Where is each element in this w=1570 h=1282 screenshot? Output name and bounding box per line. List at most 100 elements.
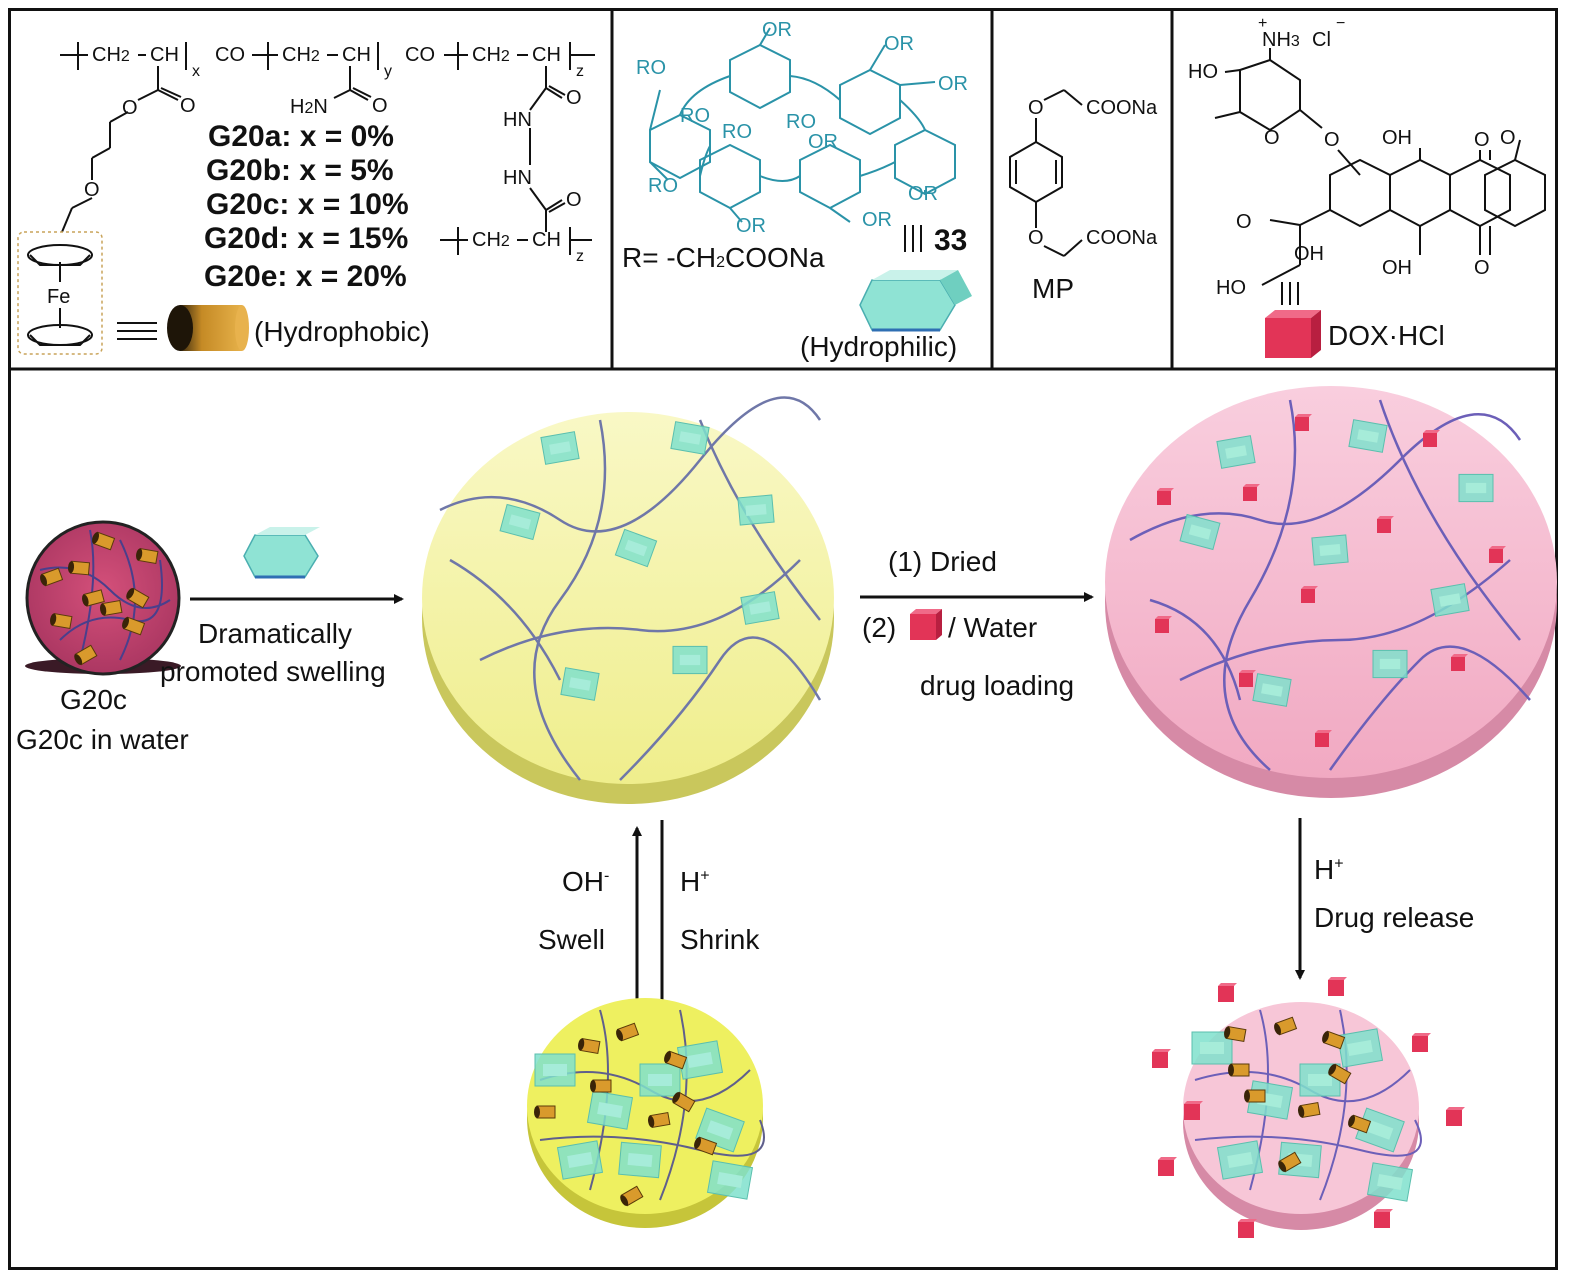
dox-link-o: O	[1324, 129, 1340, 151]
host-core	[1261, 683, 1283, 697]
dox-cube-icon	[1301, 586, 1318, 603]
ferrocene-cylinder-icon	[100, 599, 123, 617]
lower-ch2: CH2	[472, 229, 510, 251]
ferrocene-cylinder-icon	[578, 1037, 601, 1055]
ferrocene-cylinder-icon	[590, 1079, 612, 1093]
host-core	[1227, 1152, 1253, 1168]
cube-face	[1239, 673, 1253, 687]
crosslink-hn-1: HN	[503, 109, 532, 131]
step2-suffix: / Water	[948, 612, 1038, 643]
host-core	[1225, 445, 1247, 459]
variant-g20d: G20d: x = 15%	[204, 222, 409, 255]
ferrocene-cylinder-icon	[664, 1050, 688, 1070]
ferrocene-cylinder-icon	[50, 612, 73, 630]
panel-dividers	[8, 8, 1558, 371]
cylinder-end	[664, 1051, 672, 1063]
cylinder-end	[534, 1106, 540, 1118]
ferrocene-cylinder-icon	[68, 560, 91, 576]
cube-top	[1377, 516, 1394, 519]
cube-face	[1157, 491, 1171, 505]
cube-face	[1301, 589, 1315, 603]
host-icon	[1252, 673, 1292, 707]
ferrocene-cylinder-icon	[1228, 1063, 1250, 1077]
host-icon	[1458, 473, 1494, 503]
ro-label-3: RO	[722, 121, 752, 143]
host-icon	[586, 1090, 634, 1130]
host-core	[1377, 1174, 1403, 1190]
backbone-co-2: CO	[405, 44, 435, 66]
ferrocene-cylinder-icon	[620, 1185, 644, 1207]
cube-face	[1158, 1160, 1174, 1176]
host-icon	[1179, 513, 1221, 551]
host-core	[549, 441, 571, 455]
swell-label: Swell	[538, 924, 605, 955]
or-label-7: OR	[862, 209, 892, 231]
ro-label-1: RO	[636, 57, 666, 79]
host-icon	[1366, 1162, 1414, 1202]
cube-top	[1155, 616, 1172, 619]
variant-g20c: G20c: x = 10%	[206, 188, 409, 221]
ferrocene-cylinder-icon	[694, 1136, 718, 1156]
mp-structure	[1009, 89, 1083, 257]
dox-cube-icon	[1377, 516, 1394, 533]
backbone-ch2-1: CH2	[92, 44, 130, 66]
dox-oh-bottom: OH	[1382, 257, 1412, 279]
ferrocene-cylinder-icon	[82, 589, 105, 607]
host-core	[1308, 1074, 1332, 1086]
yellow-gel-hosts	[499, 421, 780, 701]
host-core	[597, 1102, 623, 1118]
cube-face	[1184, 1104, 1200, 1120]
cube-top	[1301, 586, 1318, 589]
or-label-3: OR	[938, 73, 968, 95]
crosslink-hn-2: HN	[503, 167, 532, 189]
dox-label: DOX·HCl	[1328, 320, 1445, 351]
ferrocene-cylinder-icon	[672, 1091, 696, 1113]
dox-plus: +	[1258, 15, 1268, 32]
ferrocene-cylinder-icon	[136, 547, 159, 565]
host-icon	[670, 421, 710, 455]
cube-top	[1446, 1107, 1465, 1110]
host-icon	[499, 503, 541, 541]
dox-cube-icon	[1239, 670, 1256, 687]
backbone-co-1: CO	[215, 44, 245, 66]
cube-top	[1218, 983, 1237, 986]
host-core	[1319, 544, 1341, 556]
cylinder-end	[616, 1029, 624, 1041]
host-icon	[560, 667, 600, 701]
host-icon-over-arrow	[243, 527, 320, 579]
dox-ketone-top: O	[1474, 129, 1490, 151]
host-core	[745, 504, 767, 516]
cylinder-end	[1348, 1115, 1356, 1127]
or-label-1: OR	[762, 19, 792, 41]
host-icon	[534, 1053, 576, 1087]
host-icon	[1311, 534, 1349, 566]
g20c-water-label: G20c in water	[16, 724, 189, 755]
release-label: Drug release	[1314, 902, 1475, 933]
dox-cube-icon	[1218, 983, 1237, 1002]
backbone-ch-2: CH	[342, 44, 371, 66]
backbone-ch-3: CH	[532, 44, 561, 66]
or-label-4: OR	[808, 131, 838, 153]
cube-face	[1412, 1036, 1428, 1052]
r-definition: R= -CH2COONa	[622, 242, 825, 273]
cube-top	[1374, 1209, 1393, 1212]
hydrophobic-label: (Hydrophobic)	[254, 316, 430, 347]
host-icon	[618, 1141, 662, 1179]
host-icon	[706, 1160, 754, 1200]
figure-frame	[8, 8, 1558, 1270]
dox-structure	[1214, 48, 1546, 305]
dox-cube-icon	[1374, 1209, 1393, 1228]
dox-cl: Cl	[1312, 29, 1331, 51]
backbone-x: x	[192, 63, 200, 80]
cylinder-end	[100, 603, 107, 616]
release-h-label: H+	[1314, 854, 1344, 885]
drug-loading-label: drug loading	[920, 670, 1075, 701]
ro-label-5: RO	[648, 175, 678, 197]
dox-cube-icon	[1157, 488, 1174, 505]
host-icon	[740, 591, 780, 625]
swelling-label-1: Dramatically	[198, 618, 353, 649]
host-core	[627, 1152, 653, 1168]
dox-cube-icon	[1265, 310, 1321, 358]
cube-face	[1328, 980, 1344, 996]
host-core	[508, 514, 532, 530]
